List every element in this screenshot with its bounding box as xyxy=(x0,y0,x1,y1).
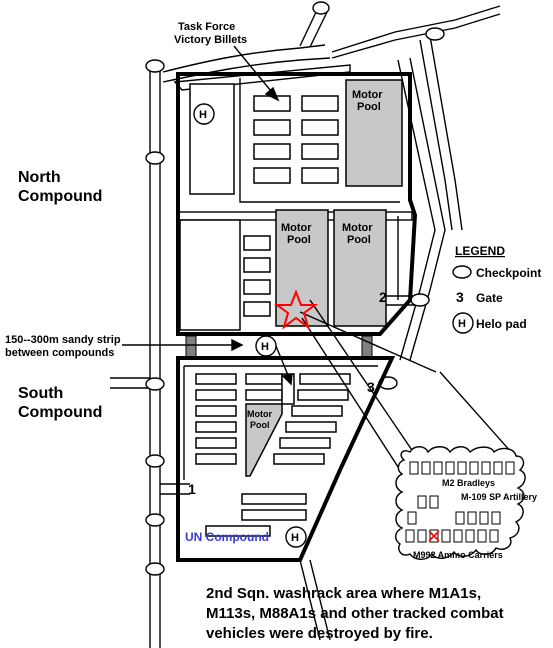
north-compound xyxy=(173,64,418,336)
pointer-arrows xyxy=(122,45,293,386)
gate-3-label: 3 xyxy=(367,379,375,395)
legend-title: LEGEND xyxy=(455,244,505,258)
billets-label-2: Victory Billets xyxy=(174,34,247,46)
caption-line-3: vehicles were destroyed by fire. xyxy=(206,625,433,642)
connector-west xyxy=(185,335,197,359)
checkpoint-west-4 xyxy=(145,513,165,527)
north-compound-label-2: Compound xyxy=(18,188,102,205)
south-compound-label-1: South xyxy=(18,385,63,402)
ammo-label: M992 Ammo Carriers xyxy=(413,550,503,560)
motor-pool-east-label-2: Pool xyxy=(347,234,371,246)
un-compound-label: UN Compound xyxy=(185,530,269,544)
checkpoint-west-3 xyxy=(145,454,165,468)
artillery-label: M-109 SP Artillery xyxy=(461,492,537,502)
motor-pool-ne xyxy=(345,79,403,187)
motor-pool-south-label-2: Pool xyxy=(250,420,270,430)
road-network xyxy=(110,5,501,648)
helo-pad-center-label: H xyxy=(261,341,269,353)
checkpoint-east xyxy=(425,27,445,41)
legend-gate-symbol: 3 xyxy=(456,289,464,305)
checkpoint-west-1 xyxy=(145,151,165,165)
bradleys-label: M2 Bradleys xyxy=(442,478,495,488)
incident-star-icon xyxy=(273,289,319,330)
legend-gate: Gate xyxy=(476,291,503,305)
checkpoint-markers xyxy=(145,1,445,576)
checkpoint-gate2 xyxy=(410,293,430,307)
north-compound-label-1: North xyxy=(18,169,61,186)
checkpoint-ne xyxy=(312,1,330,15)
motor-pool-center xyxy=(275,209,329,327)
checkpoint-west-2 xyxy=(145,377,165,391)
motor-pool-south-label-1: Motor xyxy=(247,409,272,419)
motor-pool-south xyxy=(245,403,283,477)
caption-line-1: 2nd Sqn. washrack area where M1A1s, xyxy=(206,585,481,602)
detail-inset xyxy=(299,299,526,560)
caption-line-2: M113s, M88A1s and other tracked combat xyxy=(206,605,504,622)
motor-pool-center-label-2: Pool xyxy=(287,234,311,246)
gate-2-label: 2 xyxy=(379,289,387,305)
legend-helo: Helo pad xyxy=(476,317,527,331)
motor-pool-east-label-1: Motor xyxy=(342,222,373,234)
helo-pads xyxy=(193,103,307,548)
legend-checkpoint: Checkpoint xyxy=(476,266,541,280)
legend-helo-symbol: H xyxy=(458,318,466,330)
motor-pool-center-label-1: Motor xyxy=(281,222,312,234)
checkpoint-north xyxy=(145,59,165,73)
sandy-strip-label-1: 150--300m sandy strip xyxy=(5,334,121,346)
south-compound-label-2: Compound xyxy=(18,404,102,421)
south-compound xyxy=(176,356,396,562)
helo-pad-un-label: H xyxy=(291,532,299,544)
motor-pool-east xyxy=(333,209,387,327)
motor-pool-ne-label-2: Pool xyxy=(357,101,381,113)
motor-pool-ne-label-1: Motor xyxy=(352,89,383,101)
legend-symbols xyxy=(452,265,474,334)
helo-pad-north-label: H xyxy=(199,109,207,121)
billets-label-1: Task Force xyxy=(178,21,235,33)
sandy-strip-label-2: between compounds xyxy=(5,347,114,359)
checkpoint-west-5 xyxy=(145,562,165,576)
gate-1-label: 1 xyxy=(188,481,196,497)
